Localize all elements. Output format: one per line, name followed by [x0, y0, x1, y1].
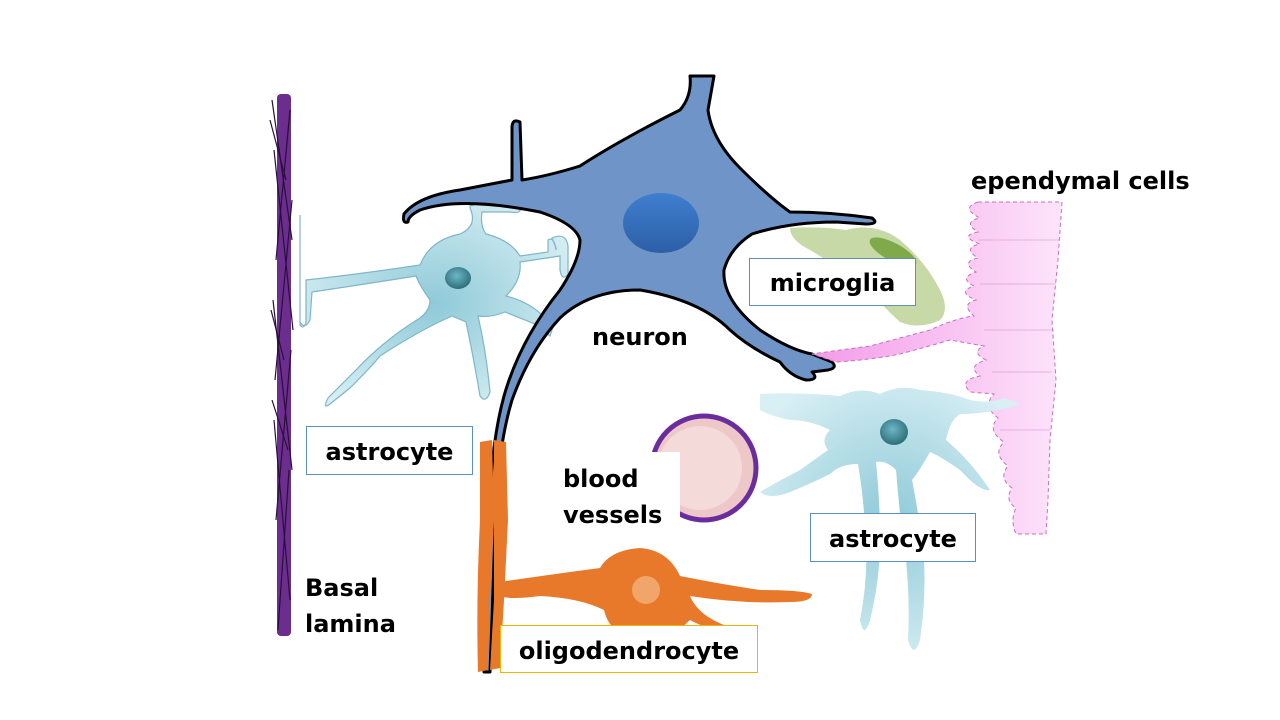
neuron-cell	[402, 74, 877, 674]
oligodendrocyte-cell	[477, 440, 812, 672]
astrocyte-right-cell	[760, 387, 1020, 650]
blood-vessels-label-line2: vessels	[563, 501, 663, 529]
oligodendrocyte-label: oligodendrocyte	[500, 625, 758, 673]
astrocyte-left-cell	[299, 200, 569, 407]
ependymal-cells	[811, 201, 1063, 535]
neuron-nucleus	[623, 193, 699, 253]
astrocyte-left-label: astrocyte	[306, 426, 473, 475]
basal-lamina-label-line2: lamina	[305, 610, 396, 638]
blood-vessel	[640, 413, 759, 523]
basal-lamina-label-line1: Basal	[305, 574, 379, 602]
blood-vessels-label-line1: blood	[563, 465, 639, 493]
neuron-label: neuron	[592, 323, 688, 351]
blood-vessels-label: blood vessels	[563, 464, 662, 530]
ependymal-cells-label: ependymal cells	[971, 167, 1190, 195]
microglia-label: microglia	[749, 258, 916, 306]
basal-lamina-label: Basal lamina	[305, 573, 396, 639]
basal-lamina	[269, 94, 294, 636]
astrocyte-right-label: astrocyte	[810, 513, 976, 562]
